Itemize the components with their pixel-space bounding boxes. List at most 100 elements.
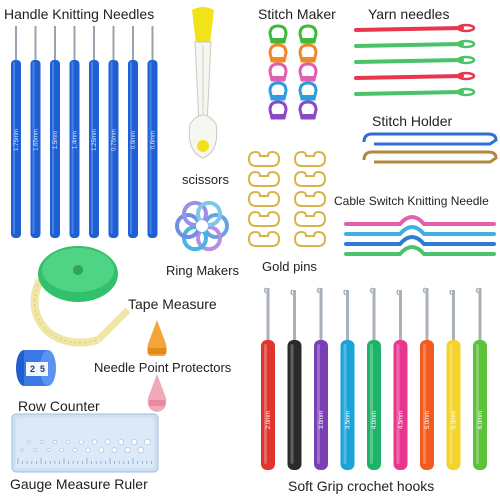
label-soft-grip-hooks: Soft Grip crochet hooks: [288, 478, 435, 494]
cable-needle: [344, 235, 496, 246]
gauge-hole: [66, 439, 71, 445]
knitting-needle: 1.5mm: [50, 26, 60, 238]
stitch-marker: [268, 81, 288, 101]
scissors-pivot: [197, 140, 209, 152]
needle-size-label: 1.75mm: [14, 129, 20, 151]
gold-pin: [247, 230, 281, 247]
knitting-needle: 0.6mm: [147, 26, 158, 238]
gold-pin: [293, 210, 327, 227]
gauge-hole: [20, 448, 24, 452]
yarn-needle: [354, 23, 476, 33]
stitch-marker: [268, 62, 288, 82]
stitch-marker: [268, 100, 288, 120]
label-row-counter: Row Counter: [18, 398, 100, 414]
gauge-hole: [124, 447, 131, 453]
gauge-hole: [144, 438, 151, 446]
stitch-marker: [298, 24, 318, 44]
knitting-needle: 1.25mm: [89, 26, 99, 238]
gold-pin: [247, 210, 281, 227]
hook-size-label: 5.0mm: [425, 411, 431, 429]
gauge-hole: [40, 440, 44, 444]
label-tape-measure: Tape Measure: [128, 296, 217, 312]
cable-needle: [344, 245, 496, 256]
hook-size-label: 4.5mm: [399, 411, 405, 429]
stitch-marker: [268, 24, 288, 44]
gold-pin: [247, 170, 281, 187]
gold-pin: [293, 150, 327, 167]
gold-pin: [247, 150, 281, 167]
row-counter: 2 5: [16, 350, 56, 386]
gauge-hole: [85, 447, 91, 453]
label-gold-pins: Gold pins: [262, 259, 317, 274]
label-gauge-ruler: Gauge Measure Ruler: [10, 476, 148, 492]
stitch-marker: [298, 100, 318, 120]
crochet-hook: 3.5mm: [340, 289, 355, 470]
gauge-hole: [59, 447, 64, 453]
hook-size-label: 2.0mm: [266, 411, 272, 429]
gauge-hole: [27, 440, 31, 444]
gauge-hole: [105, 439, 111, 445]
crochet-hook: 3.0mm: [314, 287, 328, 470]
crochet-hook: 2.0mm: [261, 287, 275, 470]
gold-pin: [247, 190, 281, 207]
needle-size-label: 1.25mm: [92, 129, 98, 151]
stitch-marker: [298, 43, 318, 63]
knitting-needle: 1.4mm: [69, 26, 80, 238]
gauge-hole: [118, 439, 124, 445]
knitting-needle: 0.75mm: [108, 26, 119, 238]
scissors: [188, 7, 218, 159]
stitch-marker: [298, 81, 318, 101]
needle-size-label: 0.6mm: [151, 131, 157, 149]
gauge-hole: [46, 448, 51, 452]
gold-pin: [293, 230, 327, 247]
needle-point-protectors: [147, 320, 167, 412]
gauge-hole: [131, 438, 138, 446]
gold-pin: [293, 190, 327, 207]
knitting-needle: 0.9mm: [128, 26, 138, 238]
gauge-hole: [92, 439, 98, 445]
scissors-cover: [192, 7, 214, 44]
crochet-hook: 4.0mm: [367, 287, 381, 470]
gold-pin: [293, 170, 327, 187]
gauge-hole: [79, 439, 84, 445]
tape-measure: [30, 246, 131, 347]
counter-digit-1: 2: [30, 364, 35, 374]
label-scissors: scissors: [182, 172, 229, 187]
protector-orange: [147, 320, 167, 356]
hook-size-label: 3.0mm: [319, 411, 325, 429]
gauge-hole: [111, 447, 118, 453]
crochet-hook: 5.5mm: [446, 289, 461, 470]
label-needle-point-protectors: Needle Point Protectors: [94, 360, 232, 375]
ring-marker: [196, 200, 222, 227]
yarn-needle: [354, 71, 476, 81]
gauge-hole: [98, 447, 104, 453]
ring-marker: [196, 225, 222, 252]
label-stitch-maker: Stitch Maker: [258, 6, 336, 22]
needle-size-label: 1.5mm: [53, 131, 59, 149]
yarn-needle: [354, 55, 476, 65]
label-cable-switch: Cable Switch Knitting Needle: [334, 194, 489, 208]
gauge-hole: [137, 446, 144, 454]
crochet-hook: 6.0mm: [473, 287, 487, 470]
gauge-ruler: [11, 413, 159, 473]
hook-size-label: 3.5mm: [346, 411, 352, 429]
gauge-hole: [53, 440, 57, 444]
yarn-needle: [354, 39, 476, 49]
needle-size-label: 1.4mm: [73, 131, 79, 149]
cable-needle: [344, 225, 496, 236]
crochet-hook: 4.5mm: [393, 289, 408, 470]
ring-marker: [182, 200, 208, 227]
crochet-hook: [287, 289, 302, 470]
gauge-hole: [72, 447, 78, 453]
counter-digit-2: 5: [40, 364, 45, 374]
gauge-hole: [33, 448, 37, 452]
label-yarn-needles: Yarn needles: [368, 6, 450, 22]
label-stitch-holder: Stitch Holder: [372, 113, 453, 129]
label-handle-knitting-needles: Handle Knitting Needles: [4, 6, 155, 22]
needle-size-label: 0.9mm: [131, 131, 137, 149]
